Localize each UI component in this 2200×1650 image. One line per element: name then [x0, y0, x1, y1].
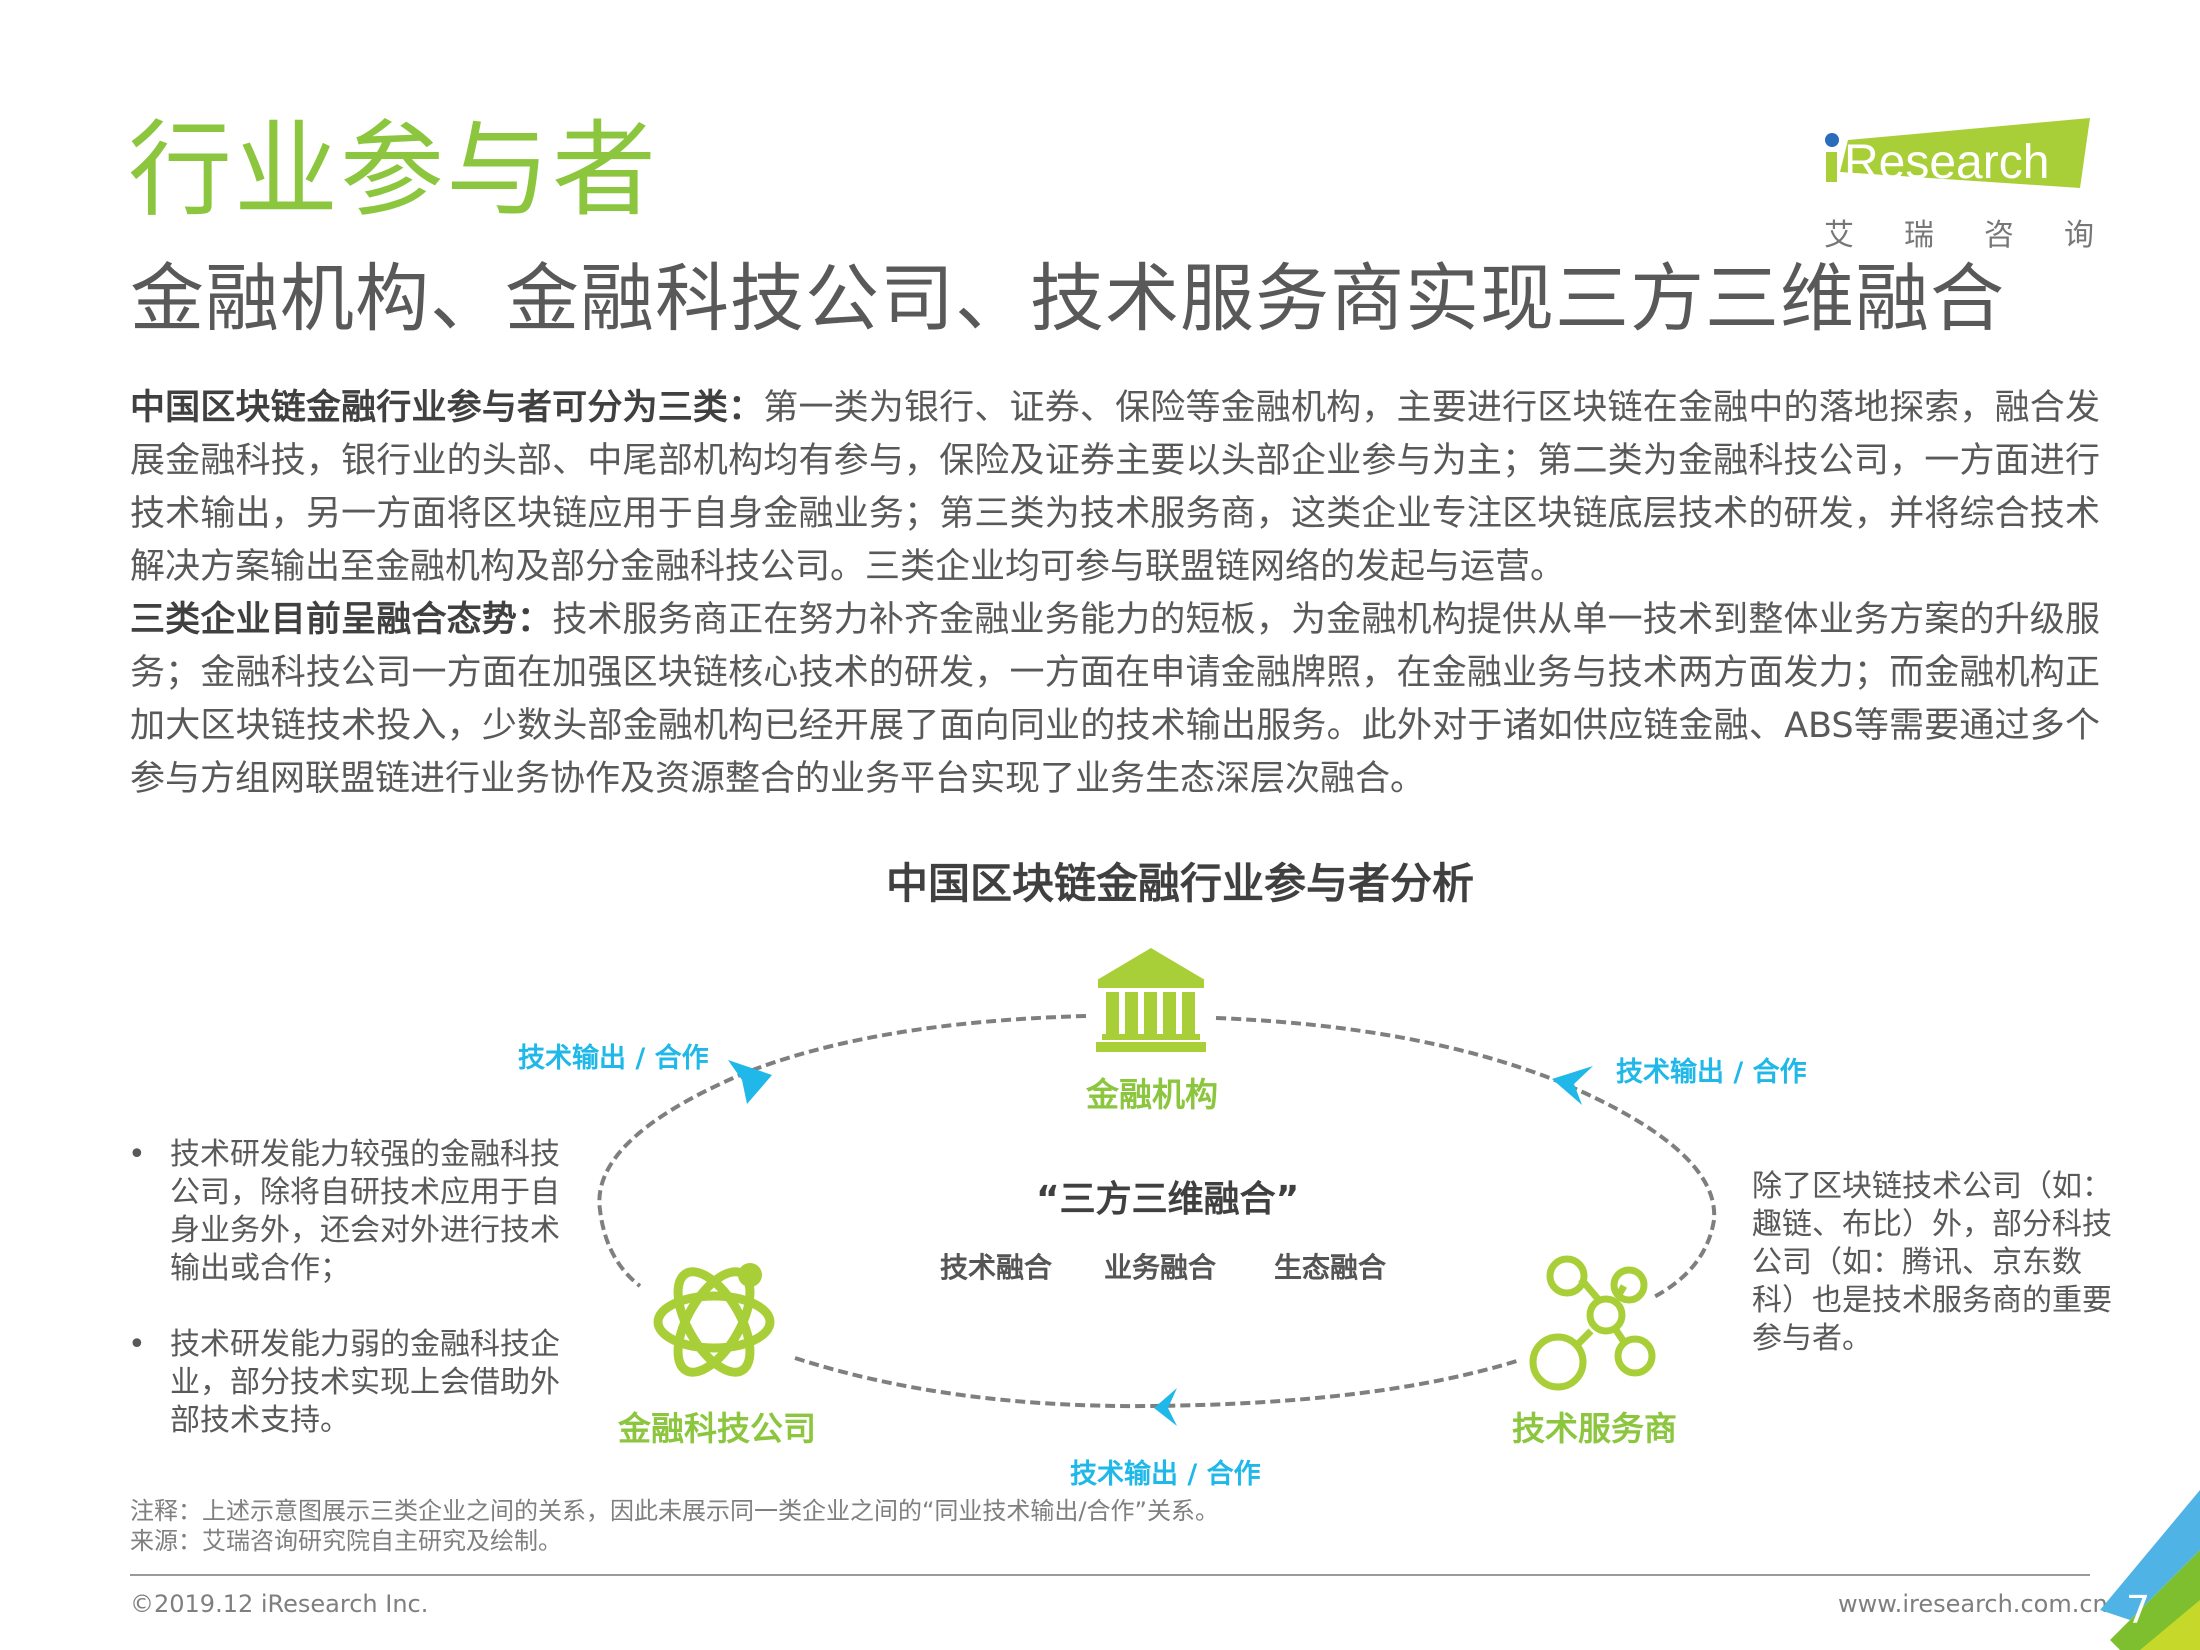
bullet-icon: •: [128, 1327, 146, 1362]
bullet-text: 技术研发能力较强的金融科技公司，除将自研技术应用于自身业务外，还会对外进行技术输…: [170, 1137, 560, 1286]
paragraph-lead: 中国区块链金融行业参与者可分为三类：: [130, 388, 764, 428]
website-link[interactable]: www.iresearch.com.cn: [1838, 1590, 2108, 1618]
arrow-top-right-icon: [1552, 1066, 1593, 1105]
bullet-item: • 技术研发能力较强的金融科技公司，除将自研技术应用于自身业务外，还会对外进行技术…: [128, 1136, 568, 1288]
left-bullet-list: • 技术研发能力较强的金融科技公司，除将自研技术应用于自身业务外，还会对外进行技术…: [128, 1136, 568, 1478]
source-text: 来源：艾瑞咨询研究院自主研究及绘制。: [130, 1527, 562, 1555]
center-item-tech: 技术融合: [940, 1251, 1053, 1284]
page-title: 行业参与者: [128, 109, 659, 231]
paragraph-body: 第一类为银行、证券、保险等金融机构，主要进行区块链在金融中的落地探索，融合发展金…: [130, 388, 2100, 587]
dashed-arc-top-right: [1215, 1016, 1717, 1300]
diagram-title: 中国区块链金融行业参与者分析: [885, 859, 1474, 908]
right-note: 除了区块链技术公司（如：趣链、布比）外，部分科技公司（如：腾讯、京东数科）也是技…: [1752, 1169, 2112, 1356]
arrow-top-left-icon: [728, 1060, 772, 1104]
logo-char: 询: [2064, 218, 2094, 253]
center-item-business: 业务融合: [1104, 1251, 1217, 1284]
node-label-fintech-companies: 金融科技公司: [618, 1409, 816, 1448]
arrow-bottom-icon: [1154, 1388, 1177, 1426]
page-number: 7: [2126, 1588, 2151, 1632]
bank-icon: [1096, 948, 1206, 1052]
bullet-text: 技术研发能力弱的金融科技企业，部分技术实现上会借助外部技术支持。: [170, 1327, 560, 1438]
flow-label-bottom: 技术输出 / 合作: [1070, 1459, 1261, 1490]
dashed-arc-top-left: [597, 1014, 1087, 1288]
flow-label-top-left: 技术输出 / 合作: [518, 1043, 709, 1074]
network-icon: [1529, 1255, 1656, 1391]
bullet-item: • 技术研发能力弱的金融科技企业，部分技术实现上会借助外部技术支持。: [128, 1326, 568, 1440]
node-label-tech-service-providers: 技术服务商: [1512, 1409, 1677, 1448]
bullet-icon: •: [128, 1137, 146, 1172]
atom-icon: [653, 1267, 775, 1377]
paragraph-lead: 三类企业目前呈融合态势：: [130, 600, 553, 640]
note-text: 注释：上述示意图展示三类企业之间的关系，因此未展示同一类企业之间的“同业技术输出…: [130, 1497, 1219, 1525]
body-text: 中国区块链金融行业参与者可分为三类：第一类为银行、证券、保险等金融机构，主要进行…: [130, 382, 2100, 806]
logo-char: 咨: [1984, 218, 2014, 253]
logo-graphic-icon: Research: [1825, 118, 2090, 189]
logo-chinese: 艾 瑞 咨 询: [1824, 210, 2094, 254]
footnote: 注释：上述示意图展示三类企业之间的关系，因此未展示同一类企业之间的“同业技术输出…: [130, 1496, 1219, 1556]
iresearch-logo: Research 艾 瑞 咨 询: [1818, 114, 2098, 254]
paragraph-participants: 中国区块链金融行业参与者可分为三类：第一类为银行、证券、保险等金融机构，主要进行…: [130, 382, 2100, 594]
center-item-ecosystem: 生态融合: [1274, 1251, 1387, 1284]
copyright: ©2019.12 iResearch Inc.: [130, 1590, 429, 1618]
node-label-financial-institutions: 金融机构: [1086, 1075, 1218, 1114]
paragraph-body: 技术服务商正在努力补齐金融业务能力的短板，为金融机构提供从单一技术到整体业务方案…: [130, 600, 2100, 799]
logo-brand-text: Research: [1844, 136, 2049, 189]
corner-decoration-icon: [2100, 1490, 2200, 1650]
dashed-arc-bottom: [794, 1356, 1521, 1409]
page-subtitle: 金融机构、金融科技公司、技术服务商实现三方三维融合: [130, 256, 2005, 342]
atom-dot-icon: [738, 1263, 762, 1287]
footer-divider: [130, 1574, 2090, 1576]
center-title: “三方三维融合”: [1036, 1179, 1300, 1220]
paragraph-convergence: 三类企业目前呈融合态势：技术服务商正在努力补齐金融业务能力的短板，为金融机构提供…: [130, 594, 2100, 806]
logo-char: 艾: [1824, 218, 1854, 253]
flow-label-top-right: 技术输出 / 合作: [1616, 1057, 1807, 1088]
logo-char: 瑞: [1904, 218, 1934, 253]
